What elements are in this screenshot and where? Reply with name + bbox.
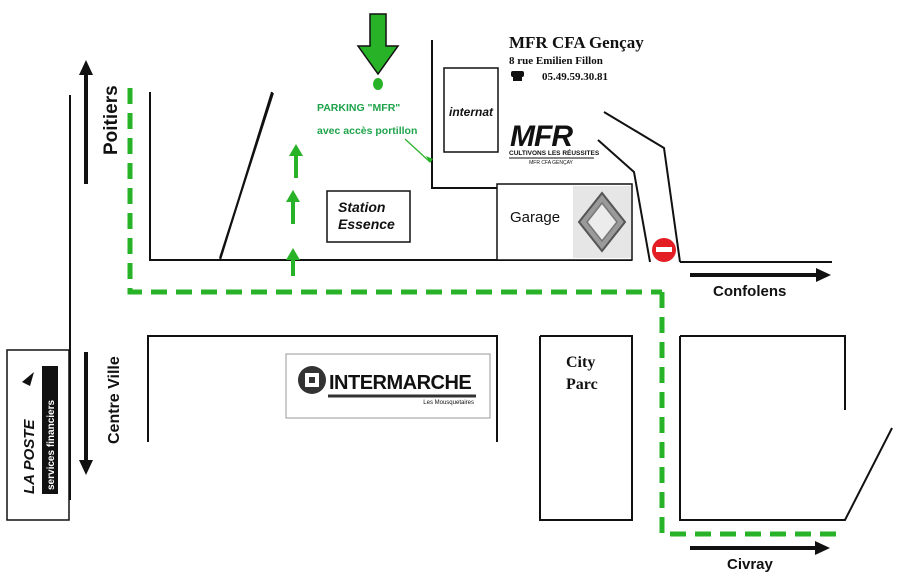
school-phone: 05.49.59.30.81 [542,71,608,83]
green-arrow-up-icon [289,144,303,178]
green-arrow-up-icon [286,190,300,224]
la-poste-sub: services financiers [46,400,57,490]
road-edge-mfr-east [603,111,681,263]
mfr-logo-letters: MFR [510,120,573,153]
station-line2: Essence [338,216,395,232]
arrow-right-icon [816,268,831,282]
intermarche-sub: Les Mousquetaires [423,400,474,406]
intermarche-label: INTERMARCHE [329,372,471,394]
garage-label: Garage [510,209,560,226]
east-south-block [680,335,846,410]
school-name: MFR CFA Gençay [509,33,644,52]
city-parc-label: City Parc [566,354,598,393]
parking-pointer [404,138,431,163]
poitiers-label: Poitiers [101,85,122,155]
mfr-logo: MFR CULTIVONS LES RÉUSSITES MFR CFA GENÇ… [509,120,600,166]
direction-confolens: Confolens [690,268,831,300]
route-arrows [286,144,303,276]
mfr-logo-sub: MFR CFA GENÇAY [529,160,573,166]
renault-logo-icon [573,186,631,258]
route [127,88,845,537]
internat-label: internat [449,105,494,119]
city-line1: City [566,354,595,371]
road-outlines [69,40,893,521]
centre-ville-label: Centre Ville [106,356,123,444]
intermarche-block [147,335,498,442]
road-diagonal-2 [219,92,274,259]
arrow-up-icon [79,60,93,75]
arrow-down-icon [79,460,93,475]
internat-building: internat [443,67,499,153]
arrow-down-icon [356,13,400,76]
parking-dot [373,78,383,90]
garage-building: Garage [496,183,633,261]
city-line2: Parc [566,376,598,393]
no-entry-icon [652,238,676,262]
intermarche-logo-icon [298,366,326,394]
direction-poitiers: Poitiers [79,60,122,184]
la-poste-label: LA POSTE [21,419,38,494]
direction-civray: Civray [690,541,830,573]
road-edge-mfr-west [597,139,651,263]
la-poste-building: LA POSTE services financiers [6,349,70,521]
arrow-right-icon [815,541,830,555]
telephone-icon [511,71,524,81]
mfr-info: MFR CFA Gençay 8 rue Emilien Fillon 05.4… [509,33,644,166]
civray-label: Civray [727,556,774,573]
la-poste-bird-icon [22,372,34,386]
parking-marker: PARKING "MFR" avec accès portillon [317,13,433,163]
parking-line2: avec accès portillon [317,125,417,137]
school-address: 8 rue Emilien Fillon [509,55,603,67]
mfr-building-outline [431,40,497,189]
station-line1: Station [338,199,385,215]
parking-line1: PARKING "MFR" [317,102,400,114]
mfr-logo-tagline: CULTIVONS LES RÉUSSITES [509,148,600,157]
direction-centre-ville: Centre Ville [79,352,123,475]
east-south-edge [679,336,893,521]
route-south [659,292,845,537]
city-parc-block [539,335,633,521]
route-main [127,88,662,295]
confolens-label: Confolens [713,283,786,300]
intermarche-building: INTERMARCHE Les Mousquetaires [285,353,491,419]
green-arrow-up-icon [286,248,300,276]
station-essence: Station Essence [326,190,411,243]
